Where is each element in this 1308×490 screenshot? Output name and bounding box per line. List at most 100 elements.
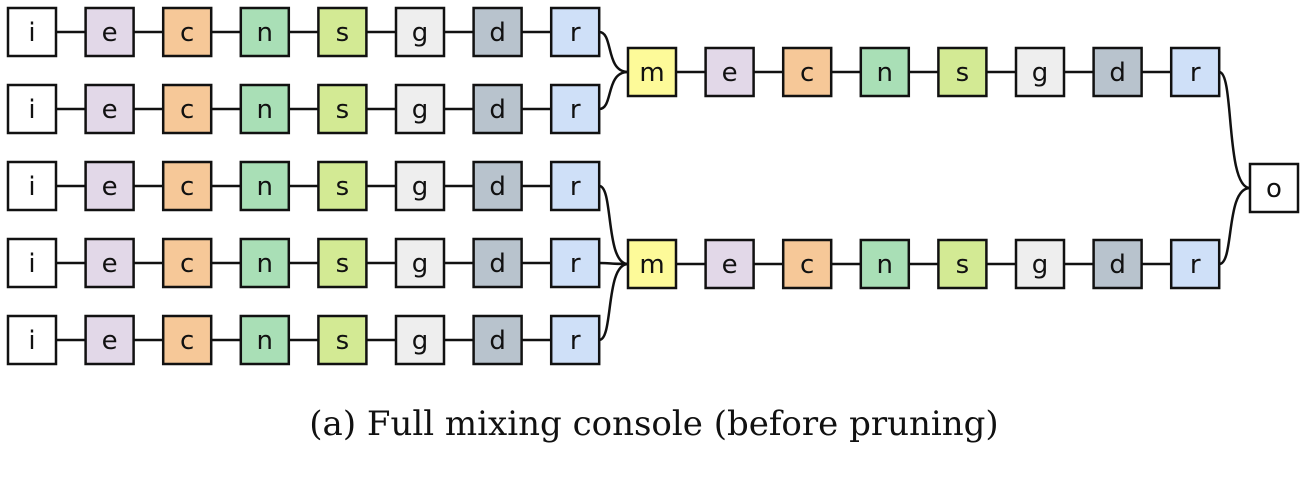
bus-chain-0-node-r: r [1169, 46, 1221, 98]
output-node-box [1248, 162, 1300, 214]
input-chain-4-node-c: c [161, 314, 213, 366]
input-chain-2-node-g-box [394, 160, 446, 212]
input-chain-4-node-s-label: s [336, 326, 350, 356]
input-chain-0-node-g-label: g [412, 18, 429, 48]
input-chain-1-node-e-label: e [102, 95, 118, 125]
input-chain-3-node-c-label: c [180, 249, 194, 279]
input-chain-1-node-d-box [472, 83, 523, 135]
input-chain-1-node-i-label: i [28, 95, 35, 125]
input-chain-2-node-e: e [84, 160, 135, 212]
bus-chain-1-node-c-label: c [800, 250, 814, 280]
input-chain-1-node-i: i [6, 83, 58, 135]
input-chain-3-node-g: g [394, 237, 446, 289]
input-chain-0-node-c-label: c [180, 18, 194, 48]
input-chain-4-node-d: d [472, 314, 523, 366]
input-chain-1-node-c-label: c [180, 95, 194, 125]
bus-chain-1-node-g-box [1014, 238, 1066, 290]
input-chain-0-node-s-box [317, 6, 368, 58]
bus-chain-0-node-c: c [781, 46, 833, 98]
input-chain-2-node-s: s [317, 160, 368, 212]
bus-chain-0-node-c-box [781, 46, 833, 98]
input-chain-0-node-g: g [394, 6, 446, 58]
input-chain-1-node-c: c [161, 83, 213, 135]
input-chain-2-node-e-box [84, 160, 135, 212]
bus-chain-1-node-e-box [704, 238, 755, 290]
input-chain-1-node-g-label: g [412, 95, 429, 125]
input-chain-0-node-n-label: n [257, 18, 273, 48]
input-chain-3-node-d: d [472, 237, 523, 289]
input-chain-2-node-i: i [6, 160, 58, 212]
input-chain-3-node-e-box [84, 237, 135, 289]
input-chain-4-node-r: r [549, 314, 601, 366]
input-chain-1-node-g-box [394, 83, 446, 135]
input-chain-2-node-c-label: c [180, 172, 194, 202]
input-chain-2-node-r-box [549, 160, 601, 212]
input-chain-4-node-c-box [161, 314, 213, 366]
input-chain-2-node-d-box [472, 160, 523, 212]
input-chain-0-node-i: i [6, 6, 58, 58]
figure-caption: (a) Full mixing console (before pruning) [309, 404, 999, 444]
input-chain-2-node-n-box [239, 160, 291, 212]
input-chain-3-node-d-box [472, 237, 523, 289]
input-chain-3-node-i-box [6, 237, 58, 289]
input-chain-3-node-s: s [317, 237, 368, 289]
bus-chain-0-node-n: n [859, 46, 911, 98]
input-chain-1-node-s: s [317, 83, 368, 135]
bus-chain-0-node-g: g [1014, 46, 1066, 98]
bus-chain-1-node-m-box [626, 238, 678, 290]
input-chain-4-node-e-box [84, 314, 135, 366]
input-chain-1-node-d: d [472, 83, 523, 135]
bus-chain-0-node-g-box [1014, 46, 1066, 98]
input-chain-4-node-n-box [239, 314, 291, 366]
input-chain-0-node-r-label: r [570, 18, 581, 48]
input-chain-3-node-c-box [161, 237, 213, 289]
bus-chain-1-node-n: n [859, 238, 911, 290]
bus-chain-0-node-m: m [626, 46, 678, 98]
bus-chain-1-node-g-label: g [1032, 250, 1049, 280]
input-chain-3-node-s-label: s [336, 249, 350, 279]
output-node-label: o [1266, 174, 1282, 204]
input-chain-0-node-g-box [394, 6, 446, 58]
input-chain-2-node-s-box [317, 160, 368, 212]
input-chain-0-to-bus-0 [598, 30, 629, 74]
input-chain-4-node-i-label: i [28, 326, 35, 356]
bus-chain-1-node-e: e [704, 238, 755, 290]
input-chain-2-node-e-label: e [102, 172, 118, 202]
bus-chain-1-node-r-label: r [1190, 250, 1201, 280]
bus-chain-1-node-m: m [626, 238, 678, 290]
bus-chain-0-node-d-label: d [1109, 58, 1126, 88]
bus-chain-0-node-s: s [937, 46, 988, 98]
input-chain-1-node-s-box [317, 83, 368, 135]
input-chain-1-node-n: n [239, 83, 291, 135]
bus-chain-0-node-d-box [1092, 46, 1143, 98]
input-chain-0-node-r-box [549, 6, 601, 58]
input-chain-1-node-n-label: n [257, 95, 273, 125]
input-chain-0-node-d-label: d [489, 18, 506, 48]
bus-chain-0-node-e: e [704, 46, 755, 98]
input-chain-0-node-d-box [472, 6, 523, 58]
input-chain-2-node-i-label: i [28, 172, 35, 202]
bus-chain-1-node-n-box [859, 238, 911, 290]
edges-layer [56, 30, 1251, 342]
input-chain-3-node-g-box [394, 237, 446, 289]
input-chain-1-node-e: e [84, 83, 135, 135]
bus-chain-0-node-c-label: c [800, 58, 814, 88]
input-chain-2-to-bus-1 [598, 184, 629, 266]
bus-chain-1-node-d-label: d [1109, 250, 1126, 280]
input-chain-2-node-d-label: d [489, 172, 506, 202]
input-chain-4-node-n-label: n [257, 326, 273, 356]
input-chain-1-node-g: g [394, 83, 446, 135]
bus-chain-1-node-e-label: e [722, 250, 738, 280]
input-chain-2-node-n-label: n [257, 172, 273, 202]
input-chain-3-node-c: c [161, 237, 213, 289]
input-chain-0-node-c: c [161, 6, 213, 58]
input-chain-4-node-d-label: d [489, 326, 506, 356]
input-chain-2-node-r-label: r [570, 172, 581, 202]
input-chain-3-node-r-label: r [570, 249, 581, 279]
bus-chain-1-node-d: d [1092, 238, 1143, 290]
bus-chain-1-node-m-label: m [639, 250, 664, 280]
bus-chain-1-node-d-box [1092, 238, 1143, 290]
input-chain-0-node-s: s [317, 6, 368, 58]
input-chain-4-node-e-label: e [102, 326, 118, 356]
input-chain-3-node-i-label: i [28, 249, 35, 279]
